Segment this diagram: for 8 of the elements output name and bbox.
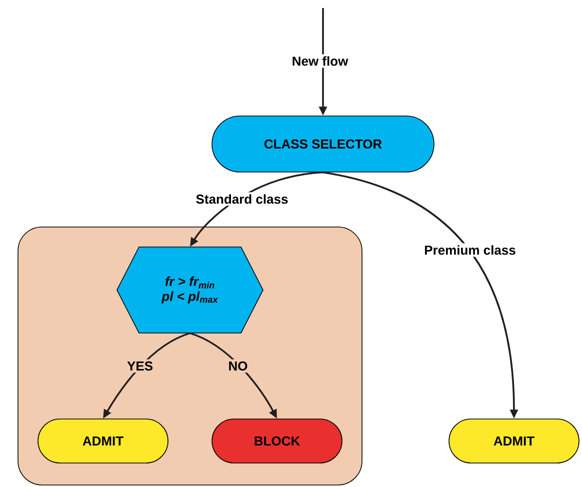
decision-hexagon: fr > fr$_{min}$ pl < pl$_{max}$ — [116, 246, 264, 334]
terminal-box: ADMIT — [448, 418, 580, 464]
edge-label: Standard class — [194, 192, 290, 206]
terminal-box: ADMIT — [38, 418, 168, 464]
terminal-box: BLOCK — [212, 418, 342, 464]
edge-label: Premium class — [422, 243, 518, 257]
edge-label: New flow — [290, 54, 350, 68]
terminal-box: CLASS SELECTOR — [212, 116, 434, 172]
